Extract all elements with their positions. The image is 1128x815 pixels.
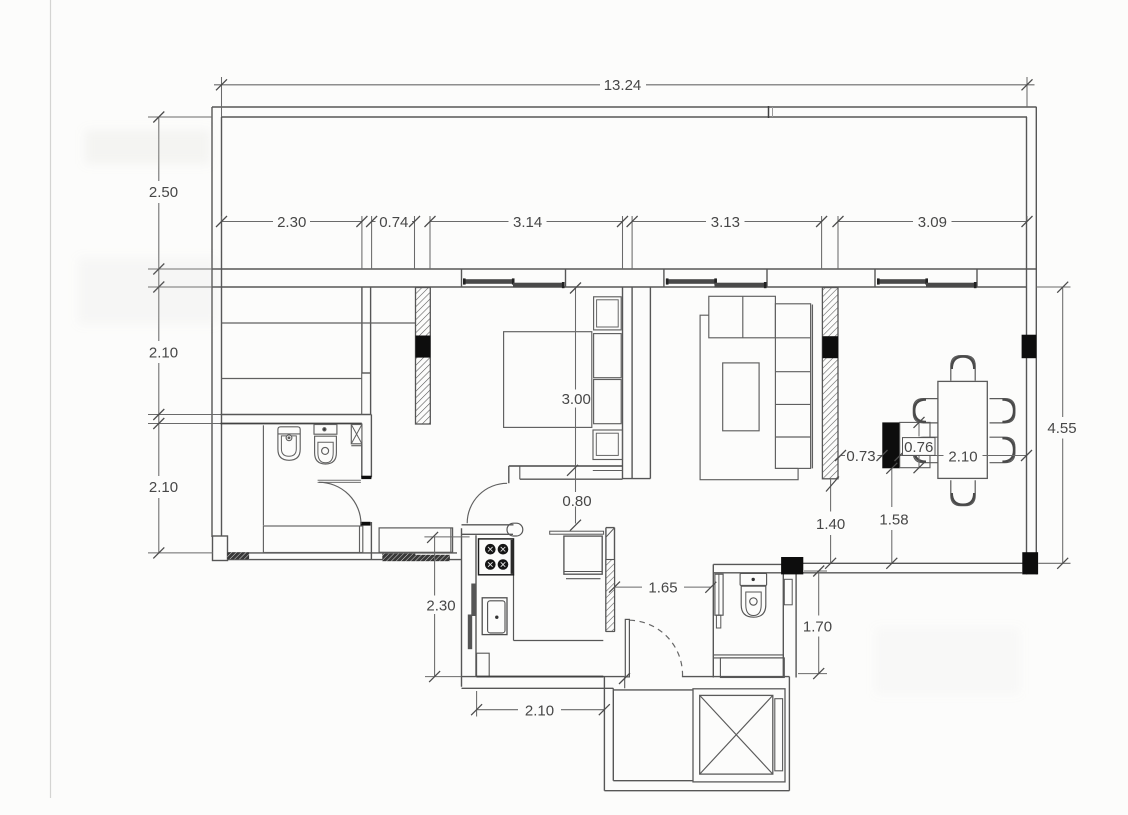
svg-text:3.09: 3.09 — [918, 214, 947, 231]
svg-text:0.73: 0.73 — [846, 448, 875, 465]
svg-text:1.70: 1.70 — [803, 618, 832, 635]
svg-text:2.50: 2.50 — [149, 184, 178, 201]
svg-text:4.55: 4.55 — [1047, 420, 1076, 437]
svg-text:3.13: 3.13 — [711, 214, 740, 231]
svg-text:1.58: 1.58 — [879, 511, 908, 528]
svg-text:2.10: 2.10 — [525, 703, 554, 720]
svg-text:0.74: 0.74 — [379, 214, 408, 231]
svg-text:3.00: 3.00 — [562, 391, 591, 408]
svg-text:1.65: 1.65 — [648, 579, 677, 596]
svg-text:2.10: 2.10 — [149, 479, 178, 496]
svg-text:3.14: 3.14 — [513, 214, 542, 231]
svg-text:13.24: 13.24 — [604, 77, 642, 94]
svg-text:2.10: 2.10 — [149, 344, 178, 361]
svg-text:0.80: 0.80 — [562, 493, 591, 510]
svg-text:2.10: 2.10 — [948, 448, 977, 465]
svg-text:2.30: 2.30 — [277, 214, 306, 231]
svg-text:1.40: 1.40 — [816, 516, 845, 533]
svg-text:2.30: 2.30 — [426, 598, 455, 615]
svg-text:0.76: 0.76 — [904, 439, 933, 456]
